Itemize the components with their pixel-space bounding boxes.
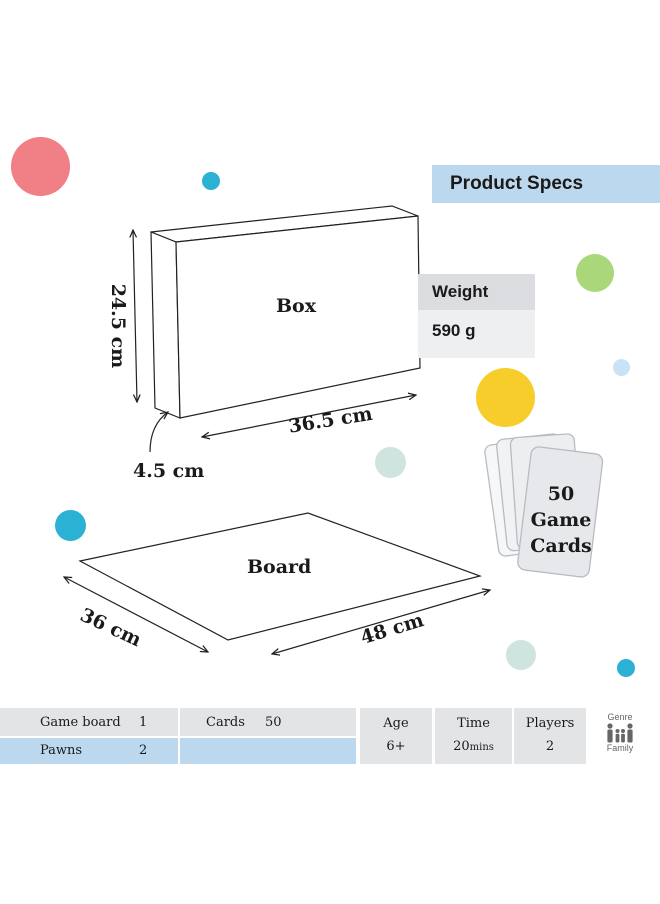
- age-label: Age: [383, 716, 409, 731]
- green-dot: [576, 254, 614, 292]
- teal-dot-small: [202, 172, 220, 190]
- cards-count-value: 50: [265, 715, 282, 730]
- box-label: Box: [276, 295, 317, 317]
- mint-dot-bottom: [506, 640, 536, 670]
- time-unit: mins: [469, 742, 494, 753]
- cards-label: 50 Game Cards: [524, 481, 598, 559]
- players-cell: [514, 708, 586, 764]
- cards-line-cards: Cards: [530, 535, 592, 557]
- box-height-label: 24.5 cm: [107, 283, 129, 369]
- product-specs-title: Product Specs: [432, 165, 660, 203]
- players-value: 2: [545, 739, 555, 754]
- time-cell: [435, 708, 512, 764]
- yellow-dot: [476, 368, 535, 427]
- time-value-row: 20mins: [435, 739, 512, 754]
- weight-label: Weight: [418, 274, 535, 310]
- weight-value: 590 g: [418, 310, 535, 358]
- time-value: 20: [453, 739, 470, 754]
- game-board-label: Game board: [40, 715, 121, 730]
- players-label: Players: [525, 716, 575, 731]
- time-label: Time: [457, 716, 490, 731]
- box-height-arrow: [133, 230, 137, 402]
- pink-dot: [11, 137, 70, 196]
- teal-dot-right: [617, 659, 635, 677]
- cards-line-count: 50: [547, 483, 575, 505]
- box-depth-label: 4.5 cm: [133, 460, 205, 482]
- box-width-arrow: [202, 395, 416, 437]
- cards-count-label: Cards: [206, 715, 245, 730]
- box-outline: [150, 205, 421, 419]
- mint-dot: [375, 447, 406, 478]
- board-label: Board: [247, 556, 312, 578]
- pawns-label: Pawns: [40, 743, 83, 758]
- contents-table: Game board 1 Cards 50 Pawns 2 Age 6+ Tim…: [0, 708, 660, 766]
- box-depth-arrow: [149, 412, 168, 453]
- teal-dot-left: [55, 510, 86, 541]
- lightblue-dot: [613, 359, 630, 376]
- family-icon: [607, 723, 633, 743]
- genre-block: Genre Family: [596, 712, 644, 753]
- genre-label: Genre: [607, 712, 633, 722]
- cards-line-game: Game: [530, 509, 592, 531]
- genre-value: Family: [606, 743, 634, 753]
- board-width-arrow: [64, 577, 208, 652]
- age-cell: [360, 708, 432, 764]
- age-value: 6+: [386, 739, 406, 754]
- game-board-value: 1: [139, 715, 148, 730]
- column-divider: [178, 708, 180, 764]
- pawns-value: 2: [139, 743, 148, 758]
- cards-stack: [484, 433, 604, 578]
- weight-box: Weight 590 g: [418, 274, 535, 358]
- board-length-arrow: [272, 590, 490, 654]
